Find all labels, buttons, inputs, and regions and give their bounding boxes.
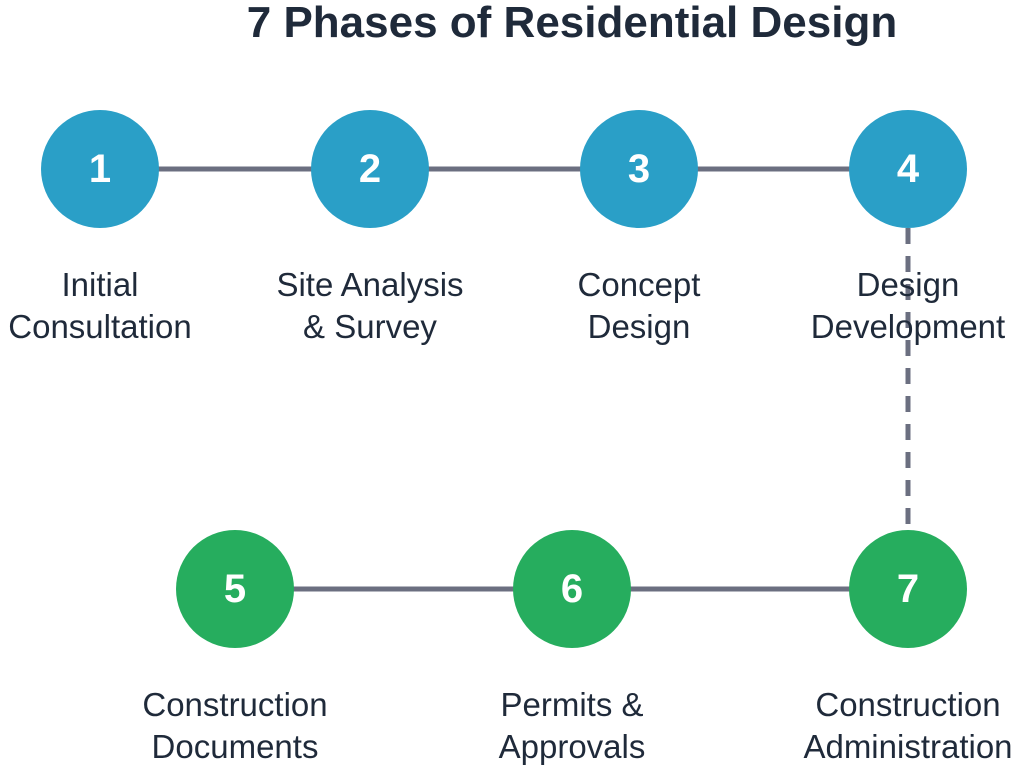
phase-3-number: 3 xyxy=(627,146,651,191)
phase-4-circle: 4 xyxy=(849,110,967,228)
phase-7-number: 7 xyxy=(896,566,920,611)
phase-5-label-line1: Construction xyxy=(142,686,328,723)
phase-2-label-line1: Site Analysis xyxy=(276,266,464,303)
phase-3-label: Concept Design xyxy=(509,264,769,348)
phase-6-circle: 6 xyxy=(513,530,631,648)
phase-2-circle: 2 xyxy=(311,110,429,228)
phase-2-number: 2 xyxy=(358,146,382,191)
phase-4-label-line2: Development xyxy=(810,308,1006,345)
phase-5-label-line2: Documents xyxy=(151,728,319,765)
phase-2-label-line2: & Survey xyxy=(303,308,437,345)
phase-5-label: Construction Documents xyxy=(105,684,365,768)
phase-3-label-line1: Concept xyxy=(577,266,701,303)
phase-3-circle: 3 xyxy=(580,110,698,228)
phase-6-label: Permits & Approvals xyxy=(442,684,702,768)
phase-5-number: 5 xyxy=(223,566,247,611)
phase-6-number: 6 xyxy=(560,566,584,611)
phase-1-label: Initial Consultation xyxy=(0,264,230,348)
phase-1-number: 1 xyxy=(88,146,112,191)
phase-1-label-line1: Initial xyxy=(61,266,139,303)
phase-5-circle: 5 xyxy=(176,530,294,648)
phase-7-label: Construction Administration xyxy=(778,684,1024,768)
phase-1-label-line2: Consultation xyxy=(8,308,192,345)
phase-4-label: Design Development xyxy=(778,264,1024,348)
phase-7-circle: 7 xyxy=(849,530,967,648)
phase-2-label: Site Analysis & Survey xyxy=(240,264,500,348)
phase-6-label-line2: Approvals xyxy=(498,728,646,765)
phase-7-label-line1: Construction xyxy=(815,686,1001,723)
phase-7-label-line2: Administration xyxy=(803,728,1013,765)
phase-3-label-line2: Design xyxy=(587,308,691,345)
phase-6-label-line1: Permits & xyxy=(500,686,644,723)
phase-1-circle: 1 xyxy=(41,110,159,228)
phase-4-label-line1: Design xyxy=(856,266,960,303)
diagram-title: 7 Phases of Residential Design xyxy=(246,0,898,47)
phase-4-number: 4 xyxy=(896,146,920,191)
